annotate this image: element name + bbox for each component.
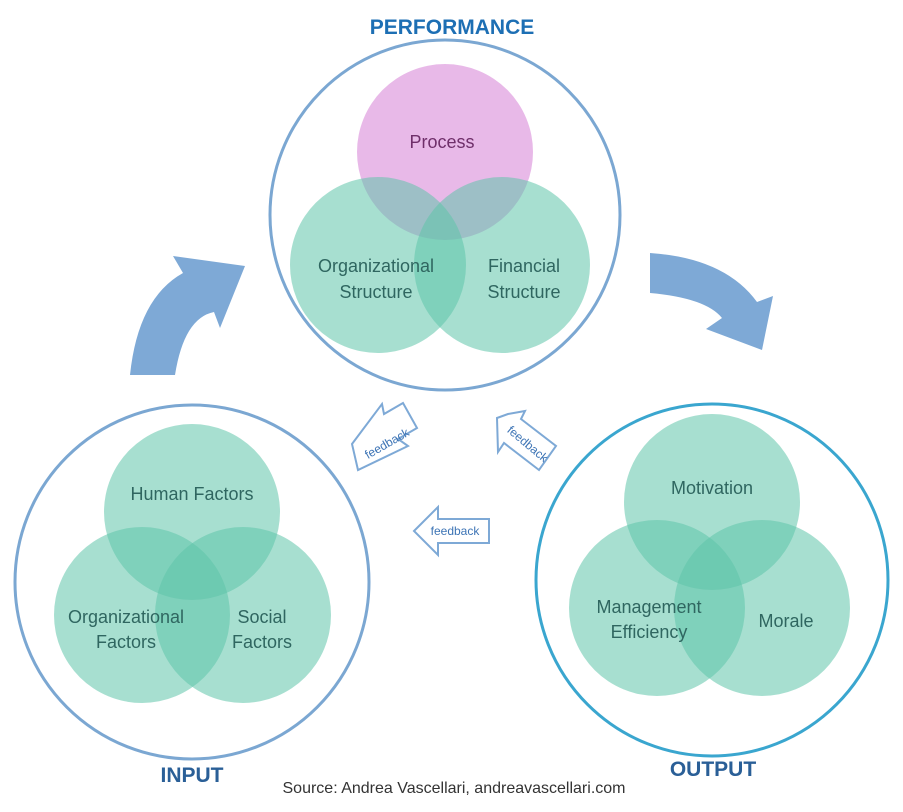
process-label: Process xyxy=(409,132,474,152)
social-factors-label-line1: Social xyxy=(237,607,286,627)
fin-structure-label-line2: Structure xyxy=(487,282,560,302)
feedback-arrow-right: feedback xyxy=(495,409,558,472)
social-factors-circle xyxy=(155,527,331,703)
performance-group: Process Organizational Structure Financi… xyxy=(268,38,622,392)
org-structure-label-line2: Structure xyxy=(339,282,412,302)
motivation-label: Motivation xyxy=(671,478,753,498)
human-factors-label: Human Factors xyxy=(130,484,253,504)
performance-title: PERFORMANCE xyxy=(370,16,535,39)
input-title: INPUT xyxy=(161,764,224,787)
org-structure-label-line1: Organizational xyxy=(318,256,434,276)
fin-structure-circle xyxy=(414,177,590,353)
feedback-arrow-left: feedback xyxy=(350,401,419,472)
input-to-performance-arrow xyxy=(130,256,245,375)
org-structure-circle xyxy=(290,177,466,353)
social-factors-label-line2: Factors xyxy=(232,632,292,652)
org-factors-label-line2: Factors xyxy=(96,632,156,652)
mgmt-efficiency-label-line1: Management xyxy=(596,597,701,617)
output-title: OUTPUT xyxy=(670,758,757,781)
morale-circle xyxy=(674,520,850,696)
mgmt-efficiency-label-line2: Efficiency xyxy=(611,622,688,642)
morale-label: Morale xyxy=(758,611,813,631)
input-group: Human Factors Organizational Factors Soc… xyxy=(13,403,371,761)
org-factors-label-line1: Organizational xyxy=(68,607,184,627)
source-credit: Source: Andrea Vascellari, andreavascell… xyxy=(283,780,626,797)
feedback-label-middle: feedback xyxy=(431,524,481,538)
feedback-arrow-middle: feedback xyxy=(412,504,490,558)
fin-structure-label-line1: Financial xyxy=(488,256,560,276)
performance-to-output-arrow xyxy=(650,253,773,350)
output-group: Motivation Management Efficiency Morale xyxy=(534,402,890,758)
